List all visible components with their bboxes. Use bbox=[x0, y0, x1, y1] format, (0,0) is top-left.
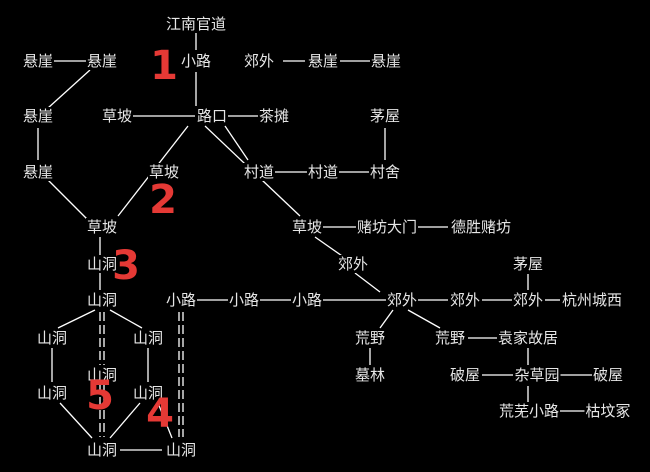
room-xiaolu-top: 小路 bbox=[179, 52, 213, 70]
room-xuanya-1c: 悬崖 bbox=[306, 52, 340, 70]
room-xuanya-1b: 悬崖 bbox=[85, 52, 119, 70]
room-muling: 墓林 bbox=[353, 366, 387, 384]
room-jiaowai-mid: 郊外 bbox=[336, 255, 370, 273]
room-shandong-i: 山洞 bbox=[85, 441, 119, 459]
room-powu-1: 破屋 bbox=[448, 366, 482, 384]
room-maowu-top: 茅屋 bbox=[368, 107, 402, 125]
room-xiaolu-m3: 小路 bbox=[290, 291, 324, 309]
room-lukou: 路口 bbox=[195, 107, 229, 125]
route-marker-1: 1 bbox=[150, 43, 178, 89]
room-huangye-2: 荒野 bbox=[433, 329, 467, 347]
route-marker-2: 2 bbox=[149, 177, 177, 223]
room-zacaoyuan: 杂草园 bbox=[513, 366, 561, 384]
room-caopo-east: 草坡 bbox=[290, 218, 324, 236]
room-xuanya-3: 悬崖 bbox=[21, 163, 55, 181]
room-jiaowai-m5: 郊外 bbox=[448, 291, 482, 309]
room-xiaolu-m2: 小路 bbox=[227, 291, 261, 309]
room-jiangnan-guandao: 江南官道 bbox=[164, 15, 228, 33]
room-jiaowai-m4: 郊外 bbox=[385, 291, 419, 309]
room-huangwu-xiaolu: 荒芜小路 bbox=[497, 402, 561, 420]
room-shandong-c: 山洞 bbox=[35, 329, 69, 347]
room-jiaowai-top: 郊外 bbox=[242, 52, 276, 70]
room-hangzhou-chengxi: 杭州城西 bbox=[560, 291, 624, 309]
route-marker-5: 5 bbox=[86, 373, 114, 419]
room-xuanya-1a: 悬崖 bbox=[21, 52, 55, 70]
room-chatan: 茶摊 bbox=[257, 107, 291, 125]
room-cunshe: 村舍 bbox=[368, 163, 402, 181]
room-shandong-j: 山洞 bbox=[164, 441, 198, 459]
room-dufang-damen: 赌坊大门 bbox=[355, 218, 419, 236]
room-xuanya-2: 悬崖 bbox=[21, 107, 55, 125]
room-cundao: 村道 bbox=[242, 163, 276, 181]
room-cundao-2: 村道 bbox=[306, 163, 340, 181]
room-shandong-e: 山洞 bbox=[85, 366, 119, 384]
room-xuanya-1d: 悬崖 bbox=[369, 52, 403, 70]
room-yuanjia-guju: 袁家故居 bbox=[496, 329, 560, 347]
room-xiaolu-m1: 小路 bbox=[164, 291, 198, 309]
room-kufen-zhong: 枯坟冢 bbox=[584, 402, 632, 420]
room-jiaowai-m6: 郊外 bbox=[511, 291, 545, 309]
room-shandong-g: 山洞 bbox=[131, 384, 165, 402]
room-shandong-a: 山洞 bbox=[85, 255, 119, 273]
room-shandong-d: 山洞 bbox=[131, 329, 165, 347]
route-marker-3: 3 bbox=[112, 243, 140, 289]
room-desheng-dufang: 德胜赌坊 bbox=[449, 218, 513, 236]
room-caopo-3: 草坡 bbox=[147, 163, 181, 181]
room-powu-2: 破屋 bbox=[591, 366, 625, 384]
room-maowu-east: 茅屋 bbox=[511, 255, 545, 273]
room-caopo-4: 草坡 bbox=[85, 218, 119, 236]
room-huangye-1: 荒野 bbox=[353, 329, 387, 347]
room-shandong-b: 山洞 bbox=[85, 291, 119, 309]
room-caopo-2: 草坡 bbox=[100, 107, 134, 125]
room-shandong-f: 山洞 bbox=[35, 384, 69, 402]
route-marker-4: 4 bbox=[146, 391, 174, 437]
